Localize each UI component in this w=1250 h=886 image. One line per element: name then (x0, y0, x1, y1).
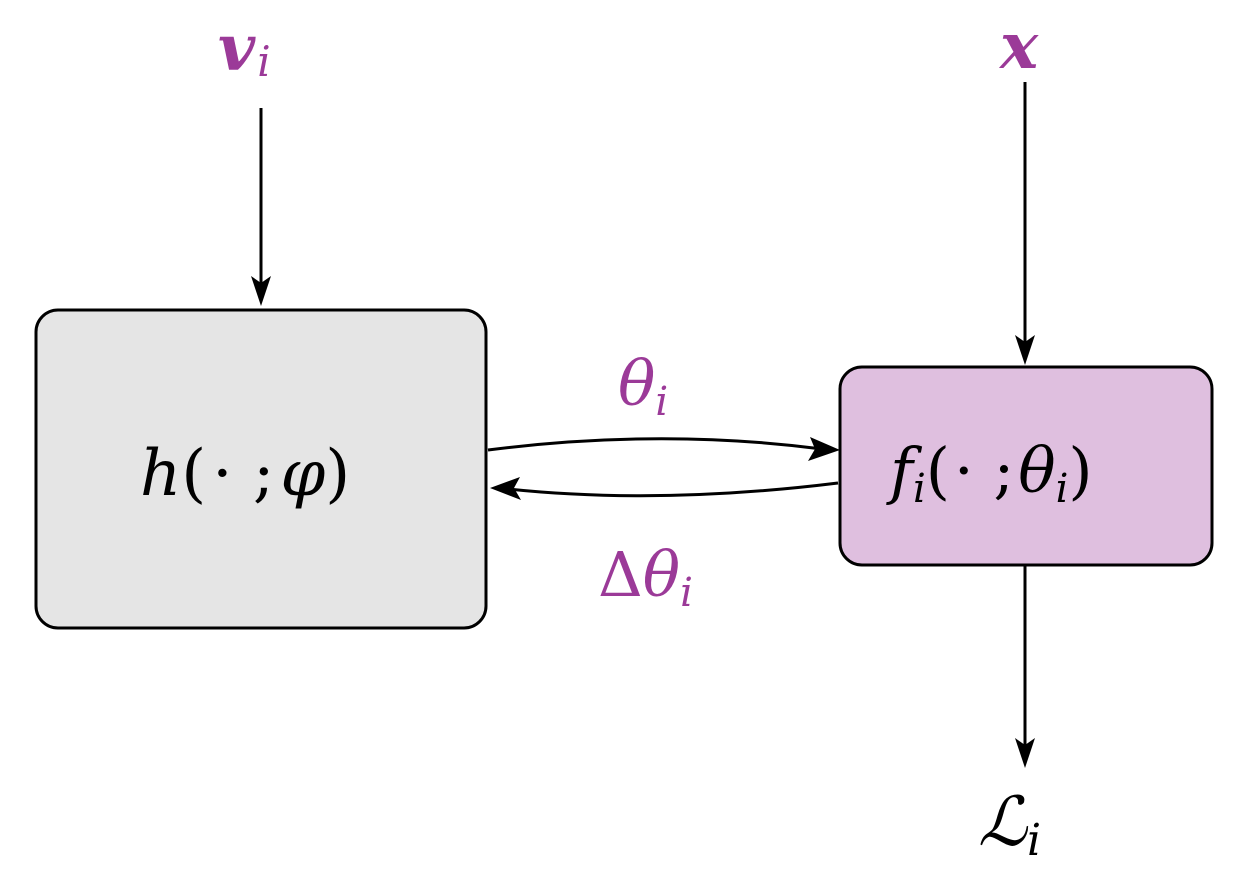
output-loss-label: ℒi (978, 783, 1041, 866)
arrow-v-to-h (251, 108, 271, 306)
box-h (34, 308, 488, 630)
arrow-x-to-f (1015, 82, 1035, 365)
arrow-f-to-h (490, 477, 839, 500)
edge-theta-label: θi (618, 347, 668, 425)
arrow-h-to-f (487, 437, 840, 461)
box-h-label: h(· ;φ) (140, 437, 350, 511)
arrow-f-to-loss (1015, 565, 1035, 768)
edge-delta-theta-label: Δθi (598, 538, 693, 616)
input-v-label: vi (218, 11, 271, 86)
input-x-label: x (998, 9, 1039, 84)
